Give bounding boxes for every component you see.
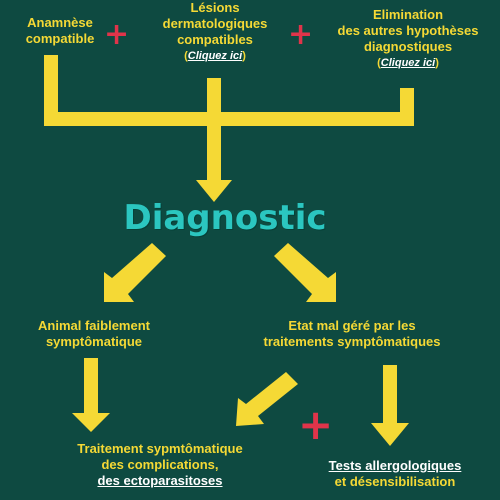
node-elimination: Elimination des autres hypothèses diagno… (318, 7, 498, 71)
ectoparasitoses-link[interactable]: des ectoparasitoses (97, 473, 223, 488)
arrow-to-diagnostic-shaft (207, 112, 221, 180)
node-lesions-line-2: dermatologiques (162, 16, 268, 31)
arrow-etat-to-traitement (236, 372, 298, 426)
node-etat-line-1: Etat mal géré par les (288, 318, 416, 333)
node-anamnese-line-2: compatible (25, 31, 95, 46)
tests-allergologiques-link[interactable]: Tests allergologiques (328, 458, 462, 473)
arrow-animal-down-shaft (84, 358, 98, 413)
node-lesions-link-line: (Cliquez ici) (184, 50, 246, 62)
node-lesions: Lésions dermatologiques compatibles (Cli… (140, 0, 290, 64)
arrow-to-diagnostic-head (196, 180, 232, 202)
node-elimination-link-line: (Cliquez ici) (318, 55, 498, 71)
arrow-etat-down-shaft (383, 365, 397, 423)
node-traitement-line-2: des complications, (101, 457, 219, 472)
node-animal-faiblement: Animal faiblement symptômatique (10, 318, 178, 350)
node-animal-line-1: Animal faiblement (38, 318, 150, 333)
arrow-etat-down-head (371, 423, 409, 446)
node-etat-line-2: traitements symptômatiques (263, 334, 441, 349)
node-lesions-line-3: compatibles (177, 32, 253, 47)
diagnostic-title: Diagnostic (123, 198, 327, 238)
node-lesions-line-1: Lésions (190, 0, 240, 15)
node-elimination-line-2: des autres hypothèses (337, 23, 479, 38)
node-traitement-line-1: Traitement sypmtômatique (77, 441, 243, 456)
node-animal-line-2: symptômatique (45, 334, 143, 349)
node-elimination-line-1: Elimination (372, 7, 444, 22)
connector-horizontal-bar (44, 112, 414, 126)
arrow-diag-left (104, 243, 166, 302)
plus-icon-1: + (104, 17, 130, 52)
elimination-cliquez-ici-link[interactable]: Cliquez ici (380, 57, 436, 69)
plus-icon-2: + (288, 17, 314, 52)
arrow-diag-right (274, 243, 336, 302)
elimination-paren-close: ) (435, 57, 439, 69)
node-elimination-line-3: diagnostiques (363, 39, 453, 54)
plus-icon-3: + (298, 400, 334, 449)
node-traitement: Traitement sypmtômatique des complicatio… (50, 441, 270, 489)
node-tests-line-2: et désensibilisation (334, 474, 456, 489)
node-etat-mal-gere: Etat mal géré par les traitements symptô… (232, 318, 472, 350)
arrow-animal-down-head (72, 413, 110, 432)
connector-left-vertical (44, 55, 58, 125)
node-anamnese-line-1: Anamnèse (27, 15, 93, 30)
node-anamnese: Anamnèse compatible (6, 15, 114, 47)
lesions-cliquez-ici-link[interactable]: Cliquez ici (187, 50, 243, 62)
elimination-paren-open: ( (377, 57, 381, 69)
node-tests: Tests allergologiques et désensibilisati… (300, 458, 490, 490)
